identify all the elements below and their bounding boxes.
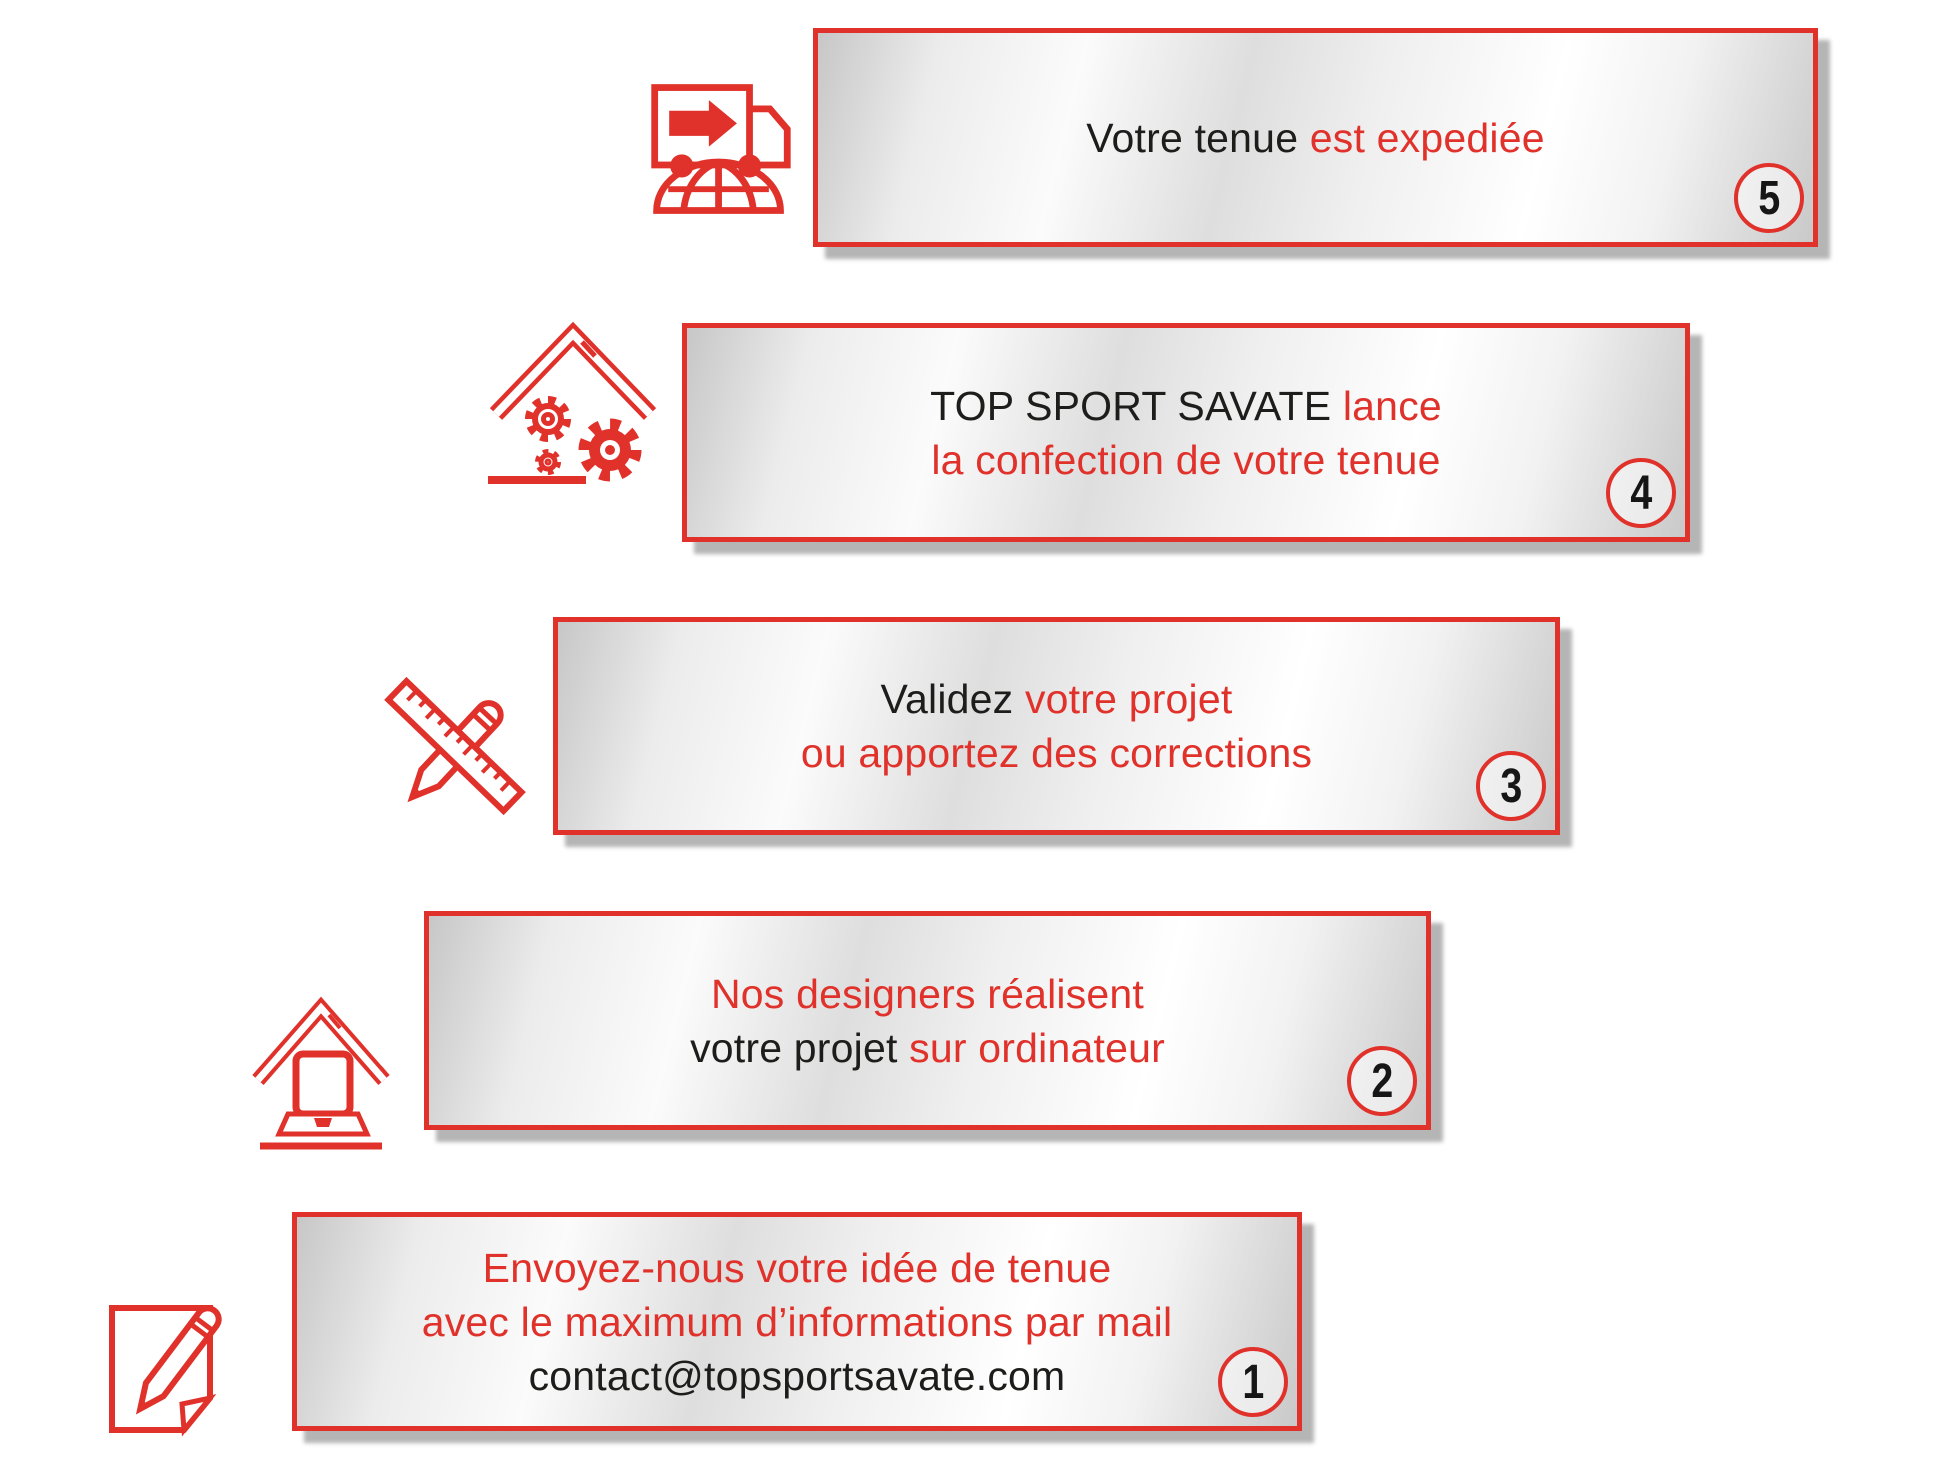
step-text-segment: sur ordinateur [909,1024,1165,1071]
step-text-segment: TOP SPORT SAVATE [930,382,1343,429]
step-text-segment: lance [1342,382,1442,429]
step-number: 4 [1630,466,1652,520]
step-number-badge: 4 [1606,458,1676,528]
ruler-pencil-icon [383,666,533,836]
step-2-text-line2: votre projet sur ordinateur [690,1021,1165,1075]
step-number: 5 [1758,171,1780,225]
step-1-panel: Envoyez-nous votre idée de tenue avec le… [292,1212,1302,1431]
laptop-house-icon [246,968,396,1173]
step-number-badge: 5 [1734,163,1804,233]
step-text-segment: Envoyez-nous votre idée de tenue [482,1244,1112,1291]
step-text-segment: votre projet [690,1024,910,1071]
step-4-panel: TOP SPORT SAVATE lance la confection de … [682,323,1690,542]
step-text-segment: ou apportez des corrections [800,730,1313,776]
step-4-text-line1: TOP SPORT SAVATE lance [930,379,1442,433]
step-4-text-line2: la confection de votre tenue [931,433,1440,487]
step-2-panel: Nos designers réalisent votre projet sur… [424,911,1431,1130]
step-1-contact-email: contact@topsportsavate.com [529,1349,1066,1403]
step-text-segment: la confection de votre tenue [931,436,1441,483]
step-text-segment: avec le maximum d’informations par mail [421,1298,1173,1345]
step-number-badge: 2 [1347,1046,1417,1116]
step-number: 1 [1242,1355,1264,1409]
step-text-segment: Votre tenue [1086,114,1310,161]
step-5-panel: Votre tenue est expediée 5 [813,28,1818,247]
note-pencil-icon [98,1278,258,1438]
step-5-text: Votre tenue est expediée [1086,111,1544,165]
step-number: 2 [1371,1054,1393,1108]
step-1-text-line2: avec le maximum d’informations par mail [422,1295,1173,1349]
step-number: 3 [1500,759,1522,813]
step-number-badge: 1 [1218,1347,1288,1417]
step-text-segment: Validez [880,676,1025,722]
step-text-segment: contact@topsportsavate.com [528,1352,1066,1399]
step-text-segment: Nos designers réalisent [710,970,1145,1017]
step-3-panel: Validez votre projet ou apportez des cor… [553,617,1560,835]
delivery-truck-globe-icon [645,50,795,218]
step-text-segment: est expediée [1309,114,1545,161]
step-number-badge: 3 [1476,751,1546,821]
step-2-text-line1: Nos designers réalisent [711,967,1144,1021]
step-1-text-line1: Envoyez-nous votre idée de tenue [483,1241,1112,1295]
step-3-text-line1: Validez votre projet [881,672,1233,726]
step-text-segment: votre projet [1024,676,1233,722]
workshop-gears-icon [486,292,661,487]
step-3-text-line2: ou apportez des corrections [801,726,1312,780]
